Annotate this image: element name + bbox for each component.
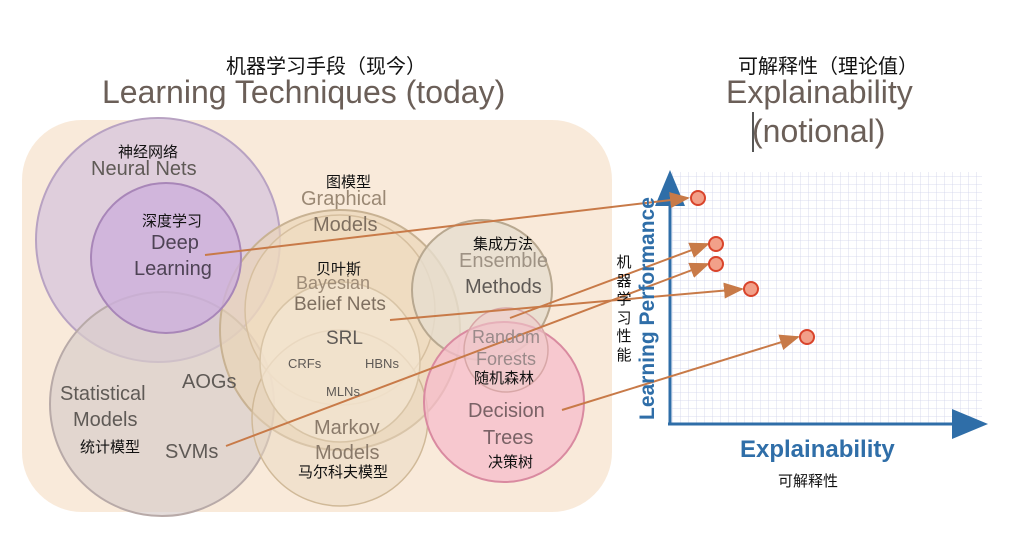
- point-deep-learning: [690, 190, 706, 206]
- statistical-models-label-zh: 统计模型: [80, 438, 141, 456]
- statistical-models-label-en-1: Statistical: [60, 383, 146, 405]
- y-axis-label-en: Learning Performance: [636, 197, 659, 420]
- neural-nets-label-en: Neural Nets: [91, 158, 197, 180]
- ensemble-methods-label-en-2: Methods: [465, 276, 542, 298]
- deep-learning-label-en-1: Deep: [151, 232, 199, 254]
- ensemble-methods-label-zh: 集成方法: [473, 235, 534, 253]
- right-title-zh: 可解释性（理论值）: [738, 54, 918, 78]
- aogs-label: AOGs: [182, 371, 237, 393]
- point-bayesian: [743, 281, 759, 297]
- text-cursor: [752, 112, 754, 152]
- graphical-models-label-en-1: Graphical: [301, 188, 387, 210]
- x-axis-label-en: Explainability: [740, 436, 895, 463]
- mlns-label: MLNs: [326, 384, 360, 399]
- arrow-deep-learning: [204, 192, 690, 256]
- random-forests-label-en-1: Random: [472, 327, 541, 347]
- right-title-en-line2: (notional): [752, 113, 886, 149]
- right-title-en-line1: Explainability: [726, 74, 913, 110]
- decision-trees-label-zh: 决策树: [488, 453, 534, 471]
- left-title-zh: 机器学习手段（现今）: [226, 54, 426, 78]
- random-forests-circle: [463, 307, 549, 393]
- deep-learning-circle: [90, 182, 242, 334]
- crfs-label: CRFs: [288, 356, 322, 371]
- y-axis-char: 机: [616, 253, 632, 271]
- srl-label: SRL: [326, 328, 363, 349]
- statistical-models-label-en-2: Models: [73, 409, 138, 431]
- markov-models-label-en-1: Markov: [314, 417, 380, 439]
- y-axis-char: 习: [616, 308, 632, 327]
- y-axis-char: 学: [616, 290, 632, 308]
- deep-learning-label-zh: 深度学习: [142, 212, 203, 230]
- point-svms: [708, 256, 724, 272]
- markov-models-label-zh: 马尔科夫模型: [298, 463, 389, 481]
- x-axis-label-zh: 可解释性: [778, 472, 839, 490]
- y-axis-char: 能: [616, 345, 632, 364]
- svms-label: SVMs: [165, 441, 219, 463]
- random-forests-label-zh: 随机森林: [474, 369, 535, 387]
- plot-grid: [672, 172, 982, 424]
- decision-trees-label-en-1: Decision: [468, 400, 545, 422]
- graphical-models-label-zh: 图模型: [326, 173, 372, 191]
- arrow-svms: [225, 262, 710, 447]
- ensemble-methods-label-en-1: Ensemble: [459, 250, 548, 272]
- y-axis-char: 器: [616, 271, 632, 290]
- point-decision-trees: [799, 329, 815, 345]
- hbns-label: HBNs: [365, 356, 399, 371]
- arrow-decision-trees: [561, 334, 800, 411]
- decision-trees-label-en-2: Trees: [483, 427, 534, 449]
- markov-models-label-en-2: Models: [315, 442, 380, 464]
- y-axis-label-zh: 机 器 学 习 性 能: [615, 253, 633, 364]
- y-axis-char: 性: [616, 327, 632, 345]
- random-forests-label-en-2: Forests: [476, 349, 537, 369]
- left-title-en: Learning Techniques (today): [102, 74, 506, 110]
- bayesian-label-zh: 贝叶斯: [316, 260, 362, 278]
- neural-nets-label-zh: 神经网络: [118, 143, 179, 161]
- bayesian-label-en-2: Belief Nets: [294, 294, 386, 315]
- point-ensemble: [708, 236, 724, 252]
- srl-circle: [259, 281, 421, 443]
- bayesian-label-en-1: Bayesian: [296, 273, 371, 293]
- deep-learning-label-en-2: Learning: [134, 258, 212, 280]
- graphical-models-label-en-2: Models: [313, 214, 378, 236]
- arrow-bayesian: [389, 282, 744, 321]
